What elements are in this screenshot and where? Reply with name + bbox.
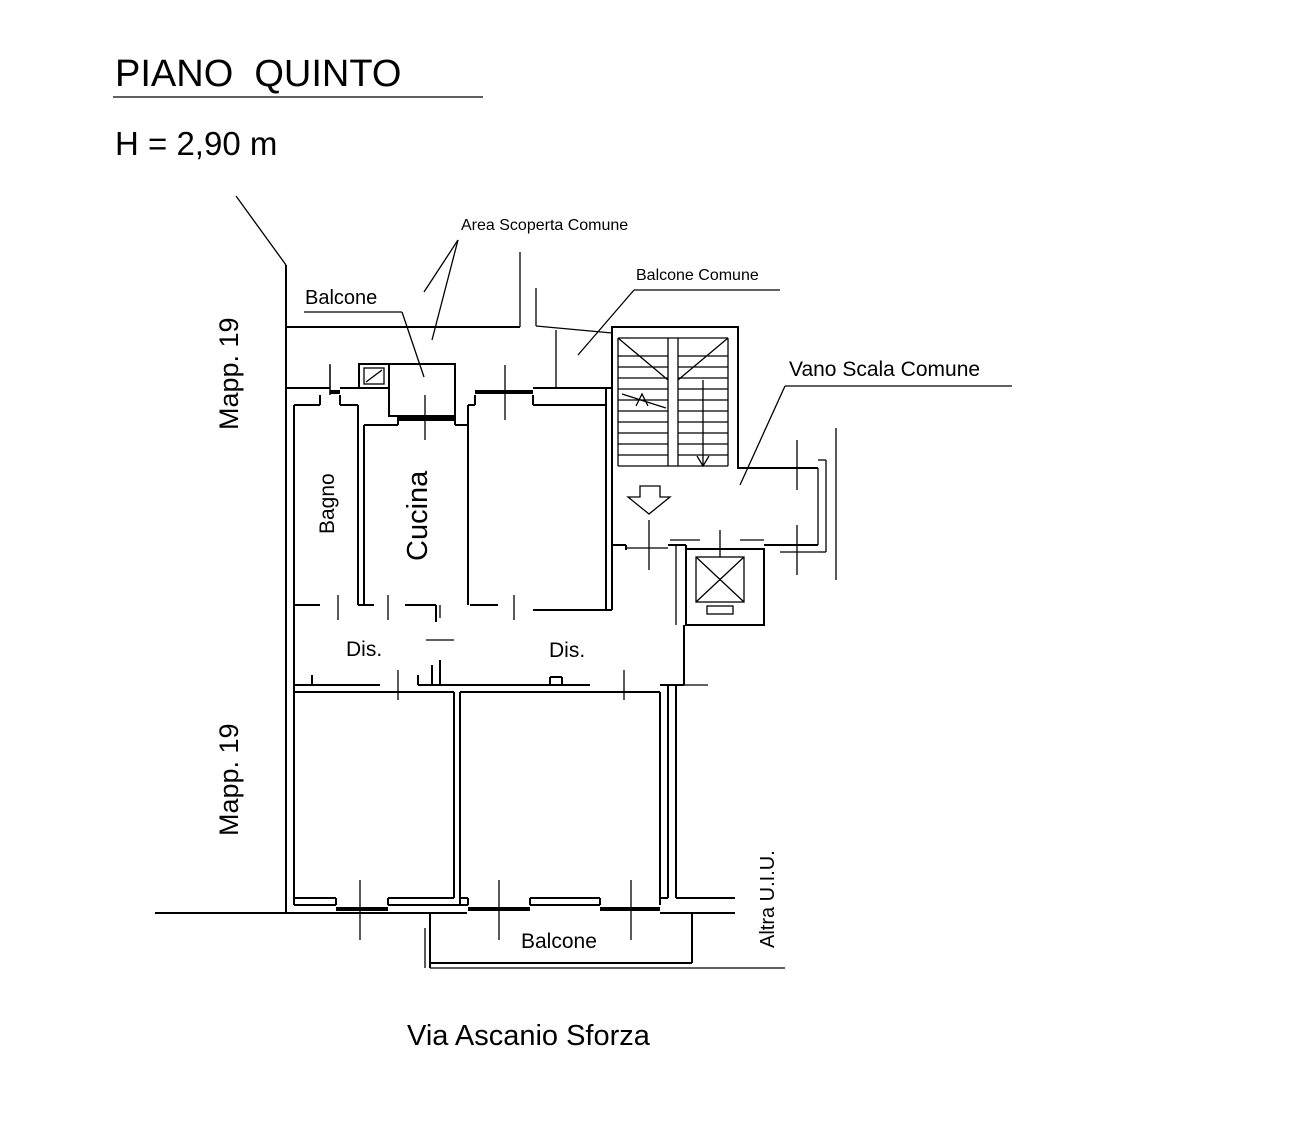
bagno-label: Bagno [316,473,339,534]
top-balcony [329,363,456,417]
balcone-top-label: Balcone [305,287,377,309]
balcone-comune-label: Balcone Comune [636,267,759,284]
altra-uiu-label: Altra U.I.U. [757,850,779,948]
dis-right-label: Dis. [549,639,585,662]
cucina-label: Cucina [402,470,434,561]
mapp-lower-label: Mapp. 19 [214,723,244,836]
windows [329,365,660,940]
dis-left-label: Dis. [346,638,382,661]
balcone-bottom-label: Balcone [521,930,597,953]
bottom-balcony [424,913,785,969]
plan-title: PIANO QUINTO [115,53,401,95]
vano-scala-label: Vano Scala Comune [789,358,980,381]
apartment-walls [293,388,735,914]
height-label: H = 2,90 m [115,125,277,162]
neighbour-boundary [155,195,467,914]
area-scoperta-label: Area Scoperta Comune [461,217,628,234]
staircase [611,326,837,580]
street-label: Via Ascanio Sforza [407,1020,651,1052]
area-scoperta-outline [286,252,613,389]
leader-lines [304,239,1012,486]
lift-shaft [670,530,765,626]
mapp-upper-label: Mapp. 19 [214,317,244,430]
